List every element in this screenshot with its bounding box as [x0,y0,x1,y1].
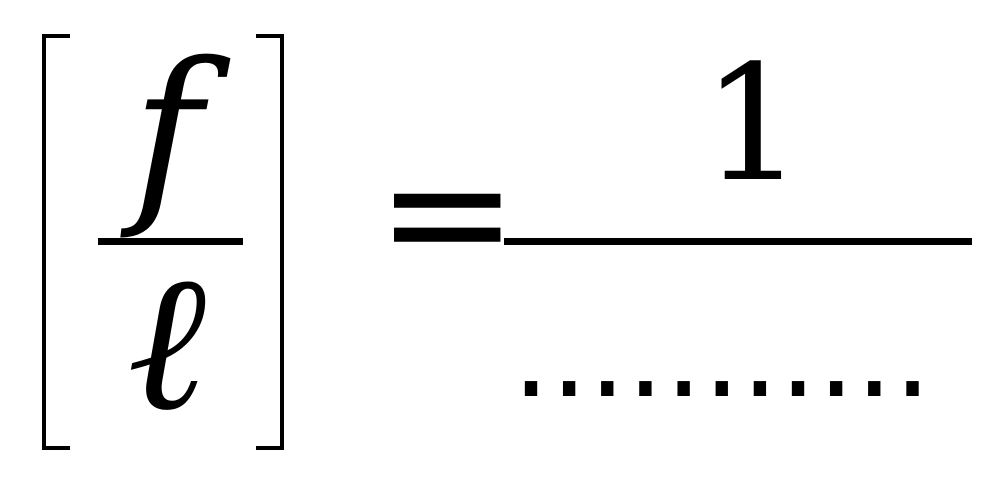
rhs-denominator-placeholder: ........... [512,286,932,425]
left-square-bracket [42,34,70,450]
lhs-denominator: ℓ [127,232,207,453]
rhs-fraction-bar [504,238,972,245]
equals-sign: = [376,114,519,312]
lhs-numerator: f [132,22,203,243]
right-square-bracket [256,34,284,450]
rhs-numerator: 1 [702,30,804,217]
lhs-fraction-bar [98,238,243,245]
